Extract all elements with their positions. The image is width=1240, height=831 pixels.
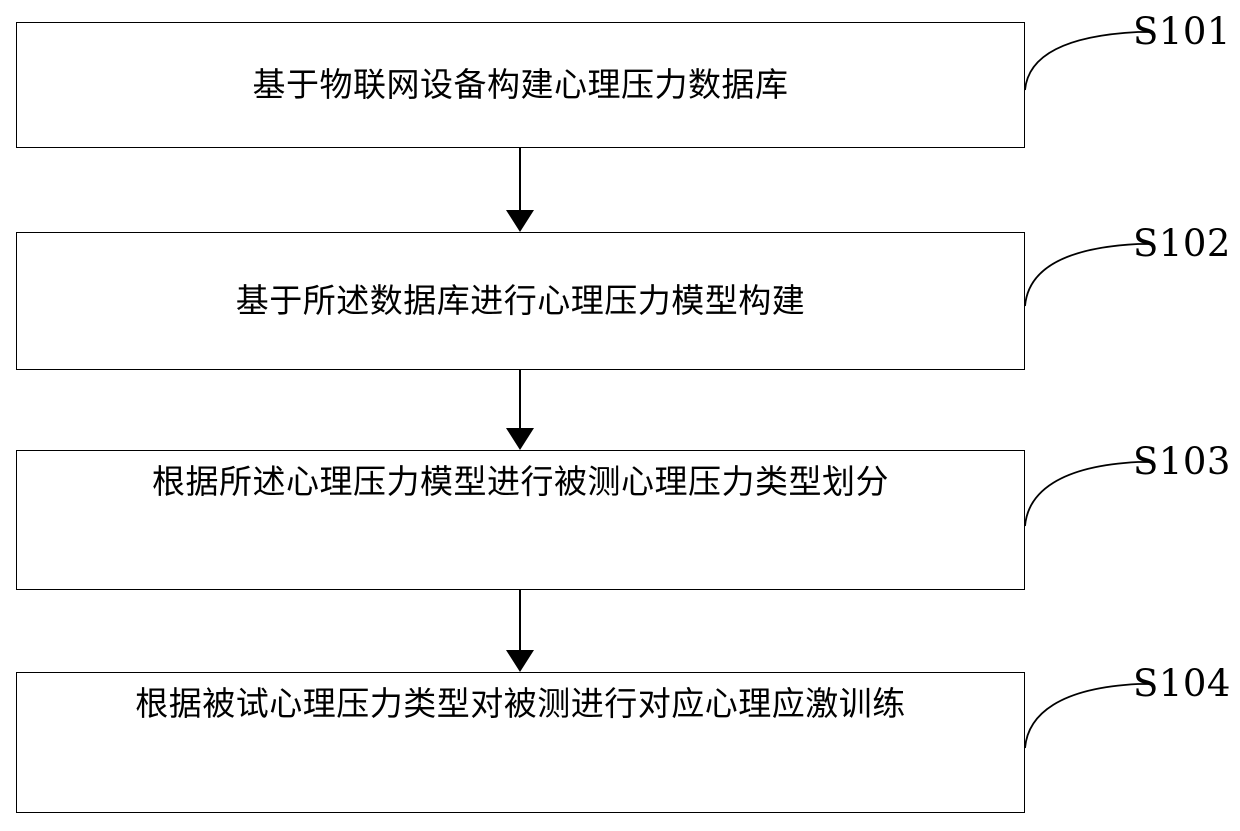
flowchart-node-s104[interactable]: 根据被试心理压力类型对被测进行对应心理应激训练: [16, 672, 1025, 813]
flowchart-node-s104-label: 根据被试心理压力类型对被测进行对应心理应激训练: [135, 684, 906, 723]
flowchart-node-s101[interactable]: 基于物联网设备构建心理压力数据库: [16, 22, 1025, 148]
flowchart-arrow-s103-s104: [495, 590, 545, 672]
flowchart-arrow-s102-s103: [495, 370, 545, 450]
flowchart-node-s103-label: 根据所述心理压力模型进行被测心理压力类型划分: [151, 462, 889, 501]
step-tag-s102: S102: [1133, 222, 1231, 265]
flowchart-node-s102[interactable]: 基于所述数据库进行心理压力模型构建: [16, 232, 1025, 370]
flowchart-arrow-s101-s102: [495, 148, 545, 232]
step-tag-s101: S101: [1133, 10, 1231, 53]
flowchart-node-s103[interactable]: 根据所述心理压力模型进行被测心理压力类型划分: [16, 450, 1025, 590]
flowchart-node-s101-label: 基于物联网设备构建心理压力数据库: [252, 64, 789, 104]
flowchart-node-s102-label: 基于所述数据库进行心理压力模型构建: [235, 280, 806, 320]
leader-line-s104: [1024, 683, 1150, 749]
step-tag-s103: S103: [1133, 440, 1231, 483]
leader-line-s101: [1024, 31, 1150, 91]
step-tag-s104: S104: [1133, 662, 1231, 705]
leader-line-s103: [1024, 461, 1150, 527]
leader-line-s102: [1024, 243, 1150, 307]
